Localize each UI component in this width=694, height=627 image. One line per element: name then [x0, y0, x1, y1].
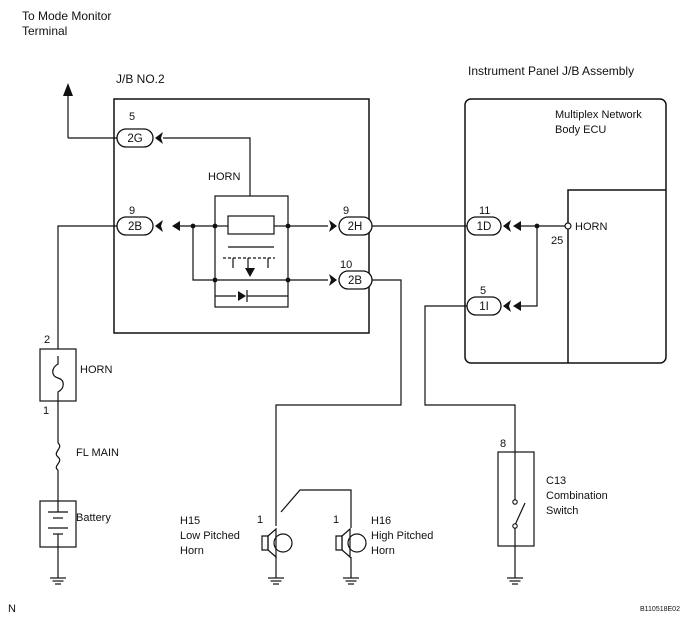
ground-h15-icon	[268, 577, 284, 585]
fuse-horn-pin-bottom: 1	[43, 405, 49, 417]
diode-icon	[238, 291, 246, 301]
h15-code: H15	[180, 515, 200, 527]
footer-right: B110518E02	[640, 606, 680, 613]
ip-jb-title: Instrument Panel J/B Assembly	[468, 64, 634, 78]
arrow-1d-icon	[513, 221, 521, 231]
terminal-1i-icon	[503, 300, 511, 312]
terminal-2b-left-icon	[155, 220, 163, 232]
relay-arrow-icon	[245, 268, 255, 277]
connector-2b-left-label: 2B	[128, 221, 142, 233]
connector-2b-right-label: 2B	[348, 275, 362, 287]
c13-pin: 8	[500, 438, 506, 450]
ecu-horn-label: HORN	[575, 221, 607, 233]
switch-blade	[514, 502, 526, 526]
terminal-1d-icon	[503, 220, 511, 232]
high-pitched-horn-icon	[335, 527, 367, 559]
switch-contact-top	[512, 499, 518, 505]
fl-main-fusible-link-icon	[55, 442, 61, 471]
connector-1d-label: 1D	[477, 221, 492, 233]
terminal-2g-icon	[155, 132, 163, 144]
arrow-up-icon	[63, 83, 73, 96]
ecu-label-line2: Body ECU	[555, 124, 606, 136]
connector-1d-pin: 11	[479, 205, 490, 217]
terminal-2h-icon	[329, 220, 337, 232]
connector-2g-label: 2G	[127, 133, 142, 145]
c13-code: C13	[546, 475, 566, 487]
ecu-box	[567, 189, 666, 363]
h16-line1: High Pitched	[371, 530, 433, 542]
jb2-box	[113, 98, 370, 334]
mode-monitor-label-line1: To Mode Monitor	[22, 9, 111, 23]
h16-code: H16	[371, 515, 391, 527]
fuse-horn-label: HORN	[80, 364, 112, 376]
connector-2h-pin: 9	[343, 205, 349, 217]
connector-2g-pin: 5	[129, 111, 135, 123]
combination-switch-box	[497, 451, 535, 547]
ground-battery-icon	[50, 577, 66, 585]
switch-contact-bottom	[512, 523, 518, 529]
low-pitched-horn-icon	[261, 527, 293, 559]
c13-line2: Switch	[546, 505, 578, 517]
connector-1i-pin: 5	[480, 285, 486, 297]
connector-2g	[116, 128, 154, 148]
connector-2h-label: 2H	[348, 221, 363, 233]
arrow-left-icon	[172, 221, 180, 231]
ecu-label-line1: Multiplex Network	[555, 109, 642, 121]
connector-1d	[466, 216, 502, 236]
jb2-title: J/B NO.2	[116, 72, 165, 86]
connector-2b-left-pin: 9	[129, 205, 135, 217]
horn-fuse-icon	[52, 356, 64, 401]
c13-line1: Combination	[546, 490, 608, 502]
ground-c13-icon	[507, 577, 523, 585]
mode-monitor-label-line2: Terminal	[22, 24, 67, 38]
h15-pin: 1	[257, 514, 263, 526]
connector-2b-right-pin: 10	[340, 259, 352, 271]
connector-1i-label: 1I	[479, 301, 489, 313]
h16-pin: 1	[333, 514, 339, 526]
horn-relay-box	[214, 195, 289, 308]
ground-h16-icon	[343, 577, 359, 585]
terminal-2b-right-icon	[329, 274, 337, 286]
fuse-horn-pin-top: 2	[44, 334, 50, 346]
ecu-horn-terminal	[564, 222, 572, 230]
h15-line2: Horn	[180, 545, 204, 557]
ecu-horn-pin: 25	[551, 235, 563, 247]
arrow-1i-icon	[513, 301, 521, 311]
footer-left: N	[8, 603, 16, 615]
fl-main-label: FL MAIN	[76, 447, 119, 459]
h15-line1: Low Pitched	[180, 530, 240, 542]
battery-label: Battery	[76, 512, 111, 524]
ip-jb-box	[464, 98, 667, 364]
h16-line2: Horn	[371, 545, 395, 557]
relay-coil	[227, 215, 275, 235]
relay-label: HORN	[208, 171, 240, 183]
